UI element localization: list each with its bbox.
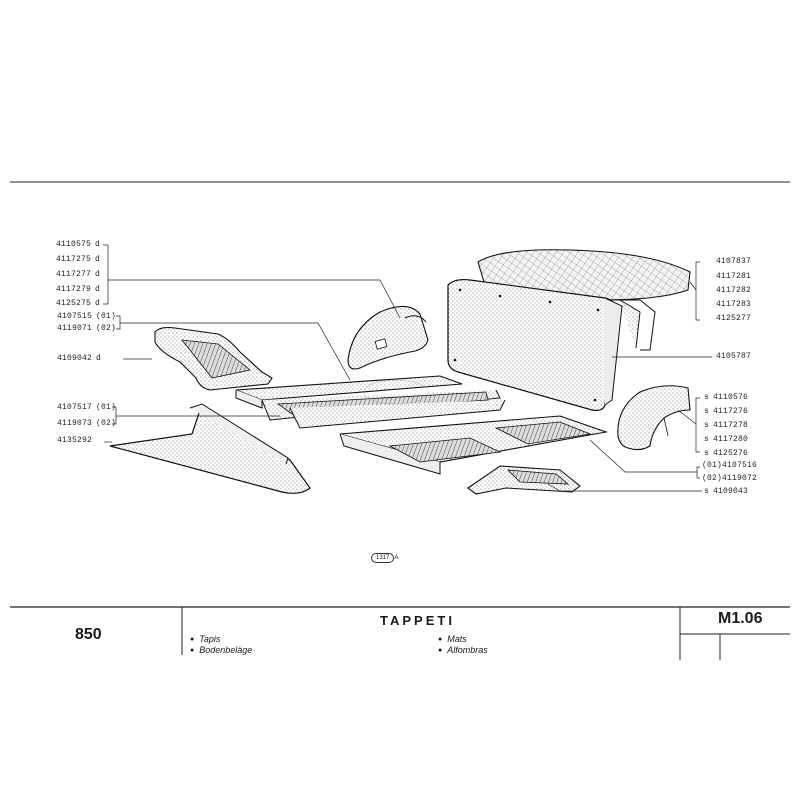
front-left-floor-mat — [109, 403, 311, 494]
part-number-label: 4117281 — [716, 272, 752, 281]
part-number-label: 4119071(02) — [57, 324, 117, 333]
translation-german: Bodenbeläge — [190, 645, 252, 655]
part-number-label: 4135292 — [57, 436, 93, 445]
translation-french: Tapis — [190, 634, 220, 644]
part-number-label: 4107517(01) — [57, 403, 117, 412]
part-number-label: (01)4107516 — [702, 461, 758, 470]
leader-lines-left — [103, 244, 401, 443]
part-number-label: 4117282 — [716, 286, 752, 295]
rear-seat-back-panel — [447, 278, 623, 412]
right-side-mat — [467, 465, 581, 495]
left-side-mat — [154, 326, 273, 391]
part-number-label: 4105787 — [716, 352, 752, 361]
right-wheelarch-cover — [617, 385, 691, 451]
part-number-label: 4117283 — [716, 300, 752, 309]
watermark — [363, 379, 429, 405]
part-number-label: (02)4119072 — [702, 474, 758, 483]
front-right-floor-mat — [339, 415, 609, 475]
left-wheelarch-cover — [347, 305, 429, 370]
central-floor-mat — [235, 375, 506, 429]
model-number: 850 — [75, 626, 102, 643]
part-number-label: 4107515(01) — [57, 312, 117, 321]
part-number-label: 4125277 — [716, 314, 752, 323]
part-number-label: 4107837 — [716, 257, 752, 266]
translation-spanish: Alfombras — [438, 645, 488, 655]
part-number-label: 4119073(02) — [57, 419, 117, 428]
page-title: TAPPETI — [380, 613, 455, 628]
translation-english: Mats — [438, 634, 467, 644]
leader-lines-right — [547, 261, 712, 492]
section-code: M1.06 — [718, 610, 763, 627]
